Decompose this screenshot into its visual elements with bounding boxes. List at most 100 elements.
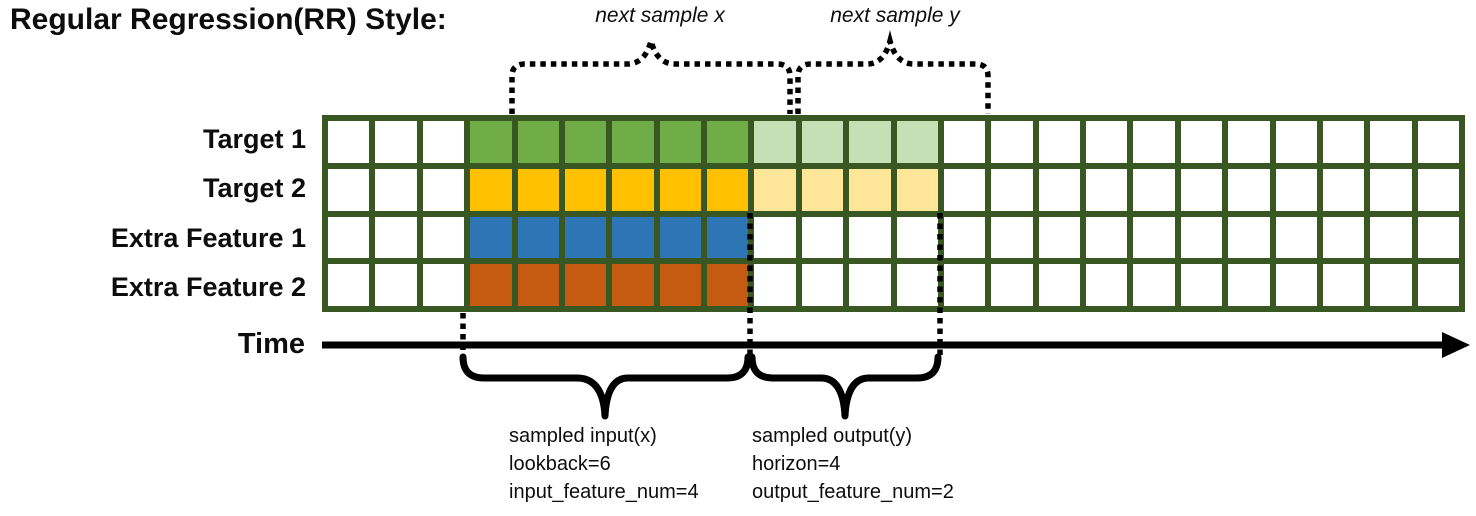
row-label-target-1: Target 1: [202, 124, 306, 155]
grid-cell: [1228, 264, 1270, 306]
grid-cell: [849, 216, 891, 259]
grid-cell: [1180, 264, 1223, 306]
grid-cell: [517, 216, 559, 259]
grid-cell: [801, 168, 844, 211]
grid-cell: [1417, 264, 1459, 306]
grid-cell: [1180, 168, 1223, 211]
grid-cell: [801, 121, 844, 163]
sampled-input-line: sampled input(x): [509, 425, 657, 447]
grid-cell: [375, 264, 417, 306]
grid-cell: [1322, 264, 1365, 306]
grid-cell: [1370, 216, 1412, 259]
grid-cell: [612, 121, 654, 163]
grid-cell: [1180, 121, 1223, 163]
grid-cell: [801, 264, 844, 306]
grid-cell: [375, 121, 417, 163]
grid-cell: [564, 121, 607, 163]
grid-cell: [849, 264, 891, 306]
input-feature-num-line: input_feature_num=4: [509, 481, 699, 503]
grid-cell: [375, 216, 417, 259]
grid-cell: [1275, 168, 1317, 211]
time-axis-label: Time: [237, 328, 305, 360]
sampled-input-brace: [459, 353, 752, 420]
grid-cell: [991, 264, 1033, 306]
grid-cell: [659, 264, 701, 306]
grid-cell: [1322, 121, 1365, 163]
next-sample-x-label: next sample x: [595, 4, 725, 27]
grid-cell: [707, 216, 749, 259]
grid-cell: [1228, 168, 1270, 211]
grid-cell: [896, 216, 938, 259]
row-label-target-2: Target 2: [202, 173, 306, 204]
grid-cell: [564, 264, 607, 306]
grid-cell: [517, 121, 559, 163]
grid-cell: [612, 216, 654, 259]
grid-cell: [1133, 168, 1175, 211]
grid-cell: [1370, 264, 1412, 306]
row-labels: Target 1 Target 2 Extra Feature 1 Extra …: [0, 115, 312, 312]
grid-cell: [1180, 216, 1223, 259]
grid-cell: [1275, 121, 1317, 163]
grid-cell: [328, 168, 370, 211]
grid-cell: [564, 216, 607, 259]
grid-cell: [896, 168, 938, 211]
grid-cell: [517, 168, 559, 211]
grid-cell: [422, 264, 465, 306]
grid-cell: [328, 264, 370, 306]
grid-cell: [612, 264, 654, 306]
grid-cell: [422, 216, 465, 259]
grid-cell: [1417, 121, 1459, 163]
grid-cell: [422, 121, 465, 163]
grid-cell: [754, 121, 796, 163]
grid-cell: [707, 168, 749, 211]
grid-cell: [1086, 216, 1128, 259]
grid-cell: [328, 121, 370, 163]
grid-cell: [1228, 216, 1270, 259]
grid-cell: [1086, 264, 1128, 306]
grid-cell: [1275, 264, 1317, 306]
grid-cell: [1370, 121, 1412, 163]
grid-cell: [1417, 216, 1459, 259]
next-sample-y-label: next sample y: [830, 4, 960, 27]
grid-cell: [943, 264, 986, 306]
grid-cell: [470, 121, 512, 163]
grid-cell: [991, 168, 1033, 211]
grid-cell: [1038, 168, 1080, 211]
lookback-line: lookback=6: [509, 453, 611, 475]
sampled-output-brace: [748, 353, 942, 420]
grid-cell: [1086, 168, 1128, 211]
grid-cell: [1038, 121, 1080, 163]
grid-cell: [849, 168, 891, 211]
next-sample-y-brace: [795, 30, 991, 114]
grid-cell: [422, 168, 465, 211]
grid-cell: [659, 121, 701, 163]
grid-cell: [328, 216, 370, 259]
grid-cell: [754, 168, 796, 211]
grid-cell: [470, 168, 512, 211]
grid-cell: [1038, 216, 1080, 259]
grid-cell: [707, 264, 749, 306]
grid-cell: [801, 216, 844, 259]
grid-cell: [1417, 168, 1459, 211]
grid-cell: [1275, 216, 1317, 259]
next-sample-x-brace: [509, 30, 793, 114]
grid-cell: [1322, 216, 1365, 259]
output-feature-num-line: output_feature_num=2: [752, 481, 954, 503]
grid-cell: [896, 264, 938, 306]
row-label-extra-feature-1: Extra Feature 1: [110, 222, 306, 253]
sampled-input-annotation: sampled input(x) lookback=6 input_featur…: [509, 422, 699, 506]
grid-cell: [517, 264, 559, 306]
grid-cell: [1133, 121, 1175, 163]
grid-cell: [991, 216, 1033, 259]
grid-cell: [943, 121, 986, 163]
grid-cell: [943, 168, 986, 211]
grid-cell: [1133, 264, 1175, 306]
diagram-title: Regular Regression(RR) Style:: [10, 3, 447, 36]
grid-cell: [1228, 121, 1270, 163]
grid-cell: [659, 168, 701, 211]
sampled-output-annotation: sampled output(y) horizon=4 output_featu…: [752, 422, 954, 506]
grid-cell: [1370, 168, 1412, 211]
grid-cell: [1086, 121, 1128, 163]
grid-cell: [659, 216, 701, 259]
